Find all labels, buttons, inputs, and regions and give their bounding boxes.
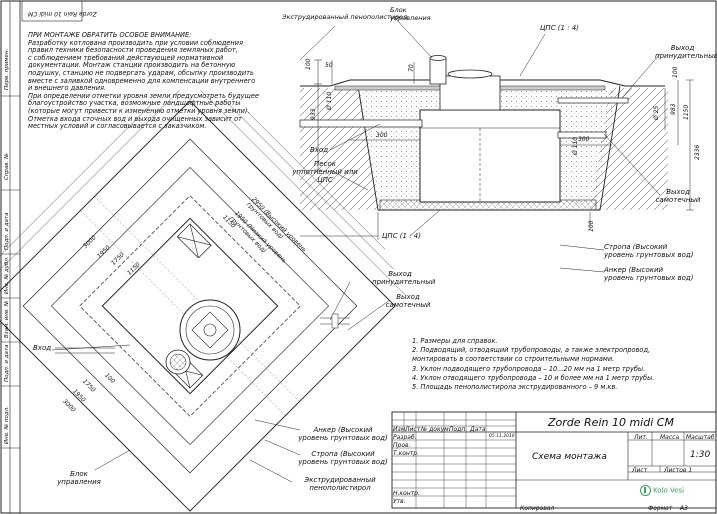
tb-row: Т.контр. xyxy=(393,450,420,457)
section-dim: 100 xyxy=(305,58,312,70)
section-dim: 50 xyxy=(325,62,333,69)
section-label-control-block: Блок управления xyxy=(390,6,431,22)
tb-sheets: Листов 1 xyxy=(664,467,693,474)
general-note: 5. Площадь пенополистирола экструдирован… xyxy=(412,383,618,392)
side-cell-replace: Взам. инв. № xyxy=(4,300,10,338)
section-view xyxy=(299,17,694,240)
notes-line: местных условий и согласовывается с зака… xyxy=(28,122,207,131)
general-notes: 1. Размеры для справок. 2. Подводящий, о… xyxy=(412,337,712,392)
notes-line: Отметка входа сточных вод и выхода очище… xyxy=(28,114,242,123)
general-note: 3. Уклон подводящего трубопровода – 10..… xyxy=(412,364,646,373)
section-label-outlet-gravity: Выход самотечный xyxy=(655,188,701,204)
installation-notes: ПРИ МОНТАЖЕ ОБРАТИТЬ ОСОБОЕ ВНИМАНИЕ: Ра… xyxy=(28,31,278,131)
notes-line: и внешнего давления. xyxy=(28,84,107,93)
section-dim: Ø 25 xyxy=(653,105,660,120)
plan-label-control-block: Блок управления xyxy=(57,470,101,486)
tb-col: Изм. xyxy=(393,426,408,433)
title-product: Zorde Rein 10 midi CM xyxy=(548,416,674,429)
logo-icon xyxy=(640,485,651,496)
side-cell-first-use: Перв. примен. xyxy=(4,48,10,90)
general-note: 4. Уклон отводящего трубопровода – 10 и … xyxy=(412,373,655,382)
section-dim: 2336 xyxy=(694,144,701,160)
general-note: 2. Подводящий, отводящий трубопроводы, а… xyxy=(412,346,651,355)
section-dim: 70 xyxy=(408,64,415,72)
section-dim: Ø 110 xyxy=(326,91,333,110)
section-dim: 100 xyxy=(672,66,679,78)
plan-label-sling-right: Стропа (Высокий уровень грунтовых вод) xyxy=(604,243,694,259)
section-label-inlet: Вход xyxy=(310,146,329,154)
notes-line: документации. Монтаж станции производить… xyxy=(28,61,236,70)
side-cell-dup: Инв. № дубл. xyxy=(4,256,10,294)
tb-col: Дата xyxy=(470,426,486,433)
tb-row: Разраб. xyxy=(393,434,417,441)
plan-label-inlet: Вход xyxy=(33,344,52,352)
tb-mass: Масса xyxy=(660,434,680,441)
general-note: 1. Размеры для справок. xyxy=(412,337,498,345)
plan-leaders xyxy=(51,244,605,483)
frame-top-label: Zorde Rein 10 midi CM xyxy=(28,10,97,17)
plan-label-outlet-gravity: Выход самотечный xyxy=(385,293,431,309)
notes-line: вместе с заливкой одновременно для компе… xyxy=(28,76,256,85)
section-dim: 300 xyxy=(578,136,590,143)
notes-line: (которые могут привести к изменению отме… xyxy=(28,106,250,115)
section-dim: 1150 xyxy=(683,104,690,120)
general-note: монтировать в соответствии со строительн… xyxy=(412,355,615,364)
section-label-eps: Экструдированный пенополистирол xyxy=(282,13,408,21)
tb-scale: 1:30 xyxy=(690,450,711,460)
tb-row: Пров. xyxy=(393,442,411,449)
side-cell-orig: Инв. № подл. xyxy=(4,406,10,444)
tb-col: № докум. xyxy=(421,426,451,433)
tb-date: 05.11.2016 xyxy=(489,434,515,439)
plan-lid xyxy=(165,299,241,375)
section-dim: 300 xyxy=(376,132,388,139)
tb-format-val: А3 xyxy=(680,505,688,512)
notes-line: правил техники безопасности проведения з… xyxy=(28,46,238,55)
plan-label-sling-bottom: Стропа (Высокий уровень грунтовых вод) xyxy=(298,450,388,466)
plan-label-outlet-forced: Выход принудительный xyxy=(372,270,436,286)
notes-line: с соблюдением требований действующей нор… xyxy=(28,53,224,62)
tb-lit: Лит. xyxy=(634,434,648,441)
tb-format: Формат xyxy=(648,505,673,512)
section-dim: 100 xyxy=(588,220,595,232)
plan-label-anchor-bottom: Анкер (Высокий уровень грунтовых вод) xyxy=(298,426,388,442)
tb-scale-label: Масштаб xyxy=(686,434,715,441)
logo-text: Kolo Vesi xyxy=(653,486,685,495)
section-label-outlet-forced: Выход принудительный xyxy=(655,44,717,60)
section-dim: 983 xyxy=(670,103,677,115)
tb-col: Подп. xyxy=(449,426,468,433)
tb-copied: Копировал xyxy=(520,505,555,512)
title-block xyxy=(391,411,717,509)
section-label-cps-top: ЦПС (1 : 4) xyxy=(540,24,579,32)
section-dim: 933 xyxy=(310,108,317,120)
side-cell-sign-2: Подп. и дата xyxy=(4,344,10,382)
notes-line: При определении отметки уровня земли пре… xyxy=(28,91,259,100)
notes-line: Разработку котлована производить при усл… xyxy=(28,38,243,47)
notes-line: благоустройство участка, возможные ландш… xyxy=(28,99,241,108)
side-cell-ref: Справ. № xyxy=(4,153,10,180)
tb-sheet: Лист xyxy=(632,467,648,474)
section-label-sand: Песок уплотненный или ЦПС xyxy=(292,160,358,184)
title-drawing: Схема монтажа xyxy=(532,452,607,462)
tb-col: Лист xyxy=(405,426,421,433)
side-cell-sign-1: Подп. и дата xyxy=(4,212,10,250)
tb-row: Н.контр. xyxy=(393,490,420,497)
plan-label-anchor-right: Анкер (Высокий уровень грунтовых вод) xyxy=(604,266,694,282)
notes-title: ПРИ МОНТАЖЕ ОБРАТИТЬ ОСОБОЕ ВНИМАНИЕ: xyxy=(28,31,192,39)
section-label-cps-bottom: ЦПС (1 : 4) xyxy=(382,232,421,240)
plan-label-eps: Экструдированный пенополистирол xyxy=(304,476,376,492)
notes-line: подушку, станцию не подвергать ударам, о… xyxy=(28,68,254,77)
company-logo: Kolo Vesi xyxy=(640,485,684,496)
tb-row: Утв. xyxy=(393,498,406,505)
